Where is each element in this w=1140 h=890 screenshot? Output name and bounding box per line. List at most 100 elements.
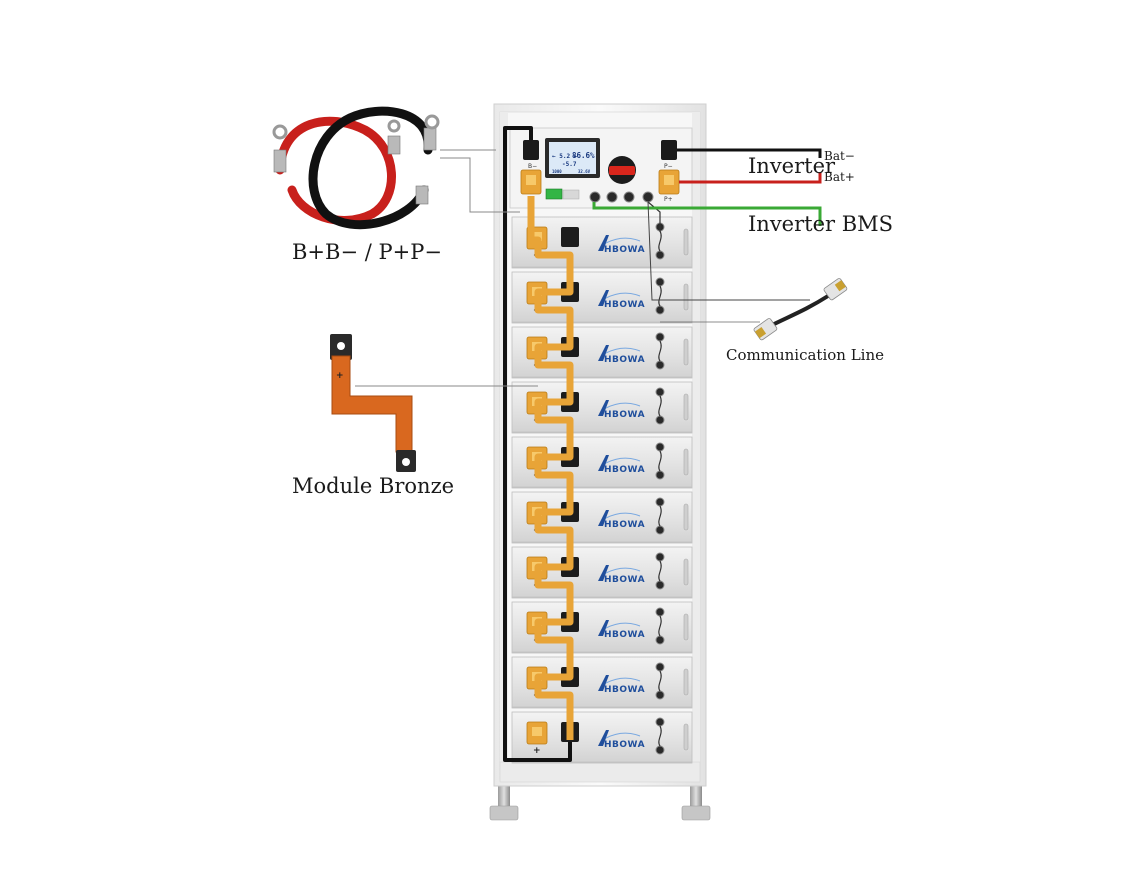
module-comm-port-in xyxy=(655,277,665,287)
module-plus-mark: + xyxy=(533,746,541,756)
logo-mark-icon xyxy=(598,455,609,471)
inverter-bms-label: Inverter BMS xyxy=(748,212,893,236)
bat-plus-line xyxy=(679,172,822,184)
rotary-switch[interactable] xyxy=(608,156,636,184)
battery-module: +HBOWA xyxy=(511,216,693,269)
hbowa-logo: HBOWA xyxy=(598,235,645,255)
logo-mark-icon xyxy=(598,620,609,636)
p-minus-terminal: P− xyxy=(661,140,677,170)
module-handle xyxy=(683,338,689,366)
module-brand: HBOWA xyxy=(604,575,645,585)
logo-mark-icon xyxy=(598,510,609,526)
module-comm-port-in xyxy=(655,662,665,672)
p-minus-label: P− xyxy=(664,163,673,170)
lcd-display: ← 5.2 ← 86.6% -5.7 1000 32.6V xyxy=(545,138,600,178)
module-comm-cable xyxy=(658,395,662,417)
module-brand: HBOWA xyxy=(604,245,645,255)
b-plus-terminal xyxy=(520,169,542,195)
module-brand: HBOWA xyxy=(604,685,645,695)
module-comm-port-out xyxy=(655,305,665,315)
cables-label: B+B− / P+P− xyxy=(292,240,442,264)
battery-module: + HBOWA xyxy=(511,711,693,764)
module-comm-port-in xyxy=(655,387,665,397)
module-comm-port-out xyxy=(655,250,665,260)
module-negative-terminal xyxy=(561,227,579,247)
b-minus-label: B− xyxy=(528,163,537,170)
communication-line-label: Communication Line xyxy=(726,346,884,364)
bronze-plus-mark: + xyxy=(336,371,344,381)
module-comm-cable xyxy=(658,670,662,692)
control-panel: B− ← 5.2 ← 86.6% -5.7 1000 32.6V xyxy=(509,127,693,209)
green-switch[interactable] xyxy=(545,188,563,200)
module-handle xyxy=(683,668,689,696)
module-comm-cable xyxy=(658,560,662,582)
logo-mark-icon xyxy=(598,235,609,251)
bat-minus-line xyxy=(677,148,822,158)
module-bronze-picture: + xyxy=(330,334,416,472)
lcd-line2: -5.7 xyxy=(562,161,577,168)
module-comm-cable xyxy=(658,340,662,362)
module-handle xyxy=(683,503,689,531)
p-plus-label: P+ xyxy=(664,196,673,203)
module-comm-cable xyxy=(658,285,662,307)
module-comm-port-in xyxy=(655,717,665,727)
lcd-line1: ← 5.2 ← xyxy=(552,153,578,160)
communication-cable-picture xyxy=(753,278,848,341)
lcd-line3: 1000 xyxy=(552,169,562,174)
logo-mark-icon xyxy=(598,675,609,691)
module-handle xyxy=(683,448,689,476)
module-comm-port-in xyxy=(655,607,665,617)
logo-mark-icon xyxy=(598,345,609,361)
logo-mark-icon xyxy=(598,400,609,416)
rj45-plug-bottom-icon xyxy=(753,318,778,341)
hbowa-logo: HBOWA xyxy=(598,730,645,750)
hbowa-logo: HBOWA xyxy=(598,565,645,585)
module-comm-port-in xyxy=(655,442,665,452)
module-comm-port-in xyxy=(655,497,665,507)
series-busbar xyxy=(527,196,574,740)
module-comm-port-out xyxy=(655,745,665,755)
hbowa-logo: HBOWA xyxy=(598,290,645,310)
module-comm-port-out xyxy=(655,690,665,700)
battery-module: +HBOWA xyxy=(511,601,693,654)
black-cable xyxy=(308,106,433,230)
black-cable-lugs xyxy=(415,114,440,205)
panel-comm-patch xyxy=(647,201,661,232)
module-comm-port-in xyxy=(655,552,665,562)
module-handle xyxy=(683,613,689,641)
module-brand: HBOWA xyxy=(604,465,645,475)
hbowa-logo: HBOWA xyxy=(598,675,645,695)
red-cable-lugs xyxy=(272,119,401,173)
b-minus-terminal: B− xyxy=(523,140,539,170)
rack-foot-right xyxy=(681,785,711,821)
module-comm-port-in xyxy=(655,332,665,342)
module-comm-cable xyxy=(658,725,662,747)
rack-foot-left xyxy=(489,785,519,821)
logo-mark-icon xyxy=(598,730,609,746)
module-handle xyxy=(683,283,689,311)
hbowa-logo: HBOWA xyxy=(598,620,645,640)
panel-ports xyxy=(589,191,654,203)
battery-modules: +HBOWA+HBOWA+HBOWA+HBOWA+HBOWA+HBOWA+HBO… xyxy=(511,216,693,764)
red-cable xyxy=(275,116,396,225)
module-comm-port-out xyxy=(655,360,665,370)
hbowa-logo: HBOWA xyxy=(598,400,645,420)
battery-module: +HBOWA xyxy=(511,326,693,379)
battery-rack: B− ← 5.2 ← 86.6% -5.7 1000 32.6V xyxy=(489,103,711,821)
hbowa-logo: HBOWA xyxy=(598,510,645,530)
comm-line-leader xyxy=(647,201,810,301)
module-brand: HBOWA xyxy=(604,355,645,365)
lcd-line4: 32.6V xyxy=(578,169,591,174)
battery-cables-picture xyxy=(272,106,440,230)
battery-module: +HBOWA xyxy=(511,546,693,599)
main-negative-cable xyxy=(503,126,572,762)
module-comm-port-out xyxy=(655,525,665,535)
module-comm-port-out xyxy=(655,470,665,480)
module-brand: HBOWA xyxy=(604,520,645,530)
module-comm-cable xyxy=(658,615,662,637)
module-comm-cable xyxy=(658,230,662,252)
module-handle xyxy=(683,393,689,421)
hbowa-logo: HBOWA xyxy=(598,345,645,365)
module-brand: HBOWA xyxy=(604,300,645,310)
